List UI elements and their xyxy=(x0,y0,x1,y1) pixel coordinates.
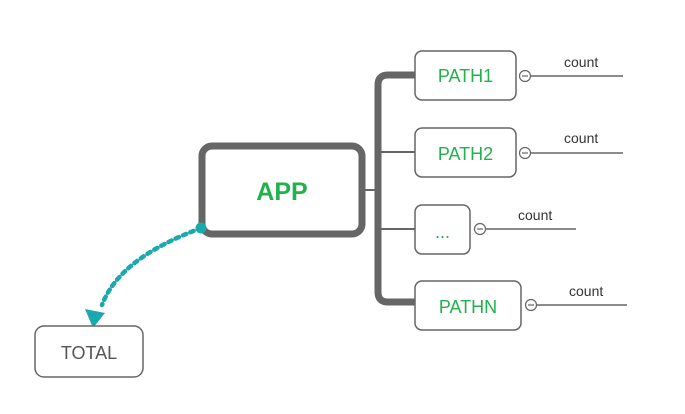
branch-node-label: PATHN xyxy=(439,297,497,317)
count-label: count xyxy=(564,54,598,70)
branch-node-path1[interactable]: PATH1 xyxy=(414,50,517,101)
branch-node-label: ... xyxy=(435,222,450,242)
central-node-label: APP xyxy=(256,178,307,206)
count-label: count xyxy=(564,130,598,146)
branch-node-ellipsis[interactable]: ... xyxy=(414,204,471,255)
branch-node-box xyxy=(414,50,517,101)
central-node[interactable]: APP xyxy=(198,142,366,238)
branch-node-box xyxy=(414,280,522,331)
relationship-anchor[interactable] xyxy=(195,222,207,234)
branch-node-box xyxy=(414,204,471,255)
branch-node-path2[interactable]: PATH2 xyxy=(414,127,517,178)
count-label: count xyxy=(569,283,603,299)
minus-circle-icon[interactable] xyxy=(473,222,487,236)
total-node-box xyxy=(34,325,144,378)
total-node-label: TOTAL xyxy=(61,343,117,363)
count-label: count xyxy=(518,207,552,223)
branch-node-pathn[interactable]: PATHN xyxy=(414,280,522,331)
total-node[interactable]: TOTAL xyxy=(34,325,144,378)
minus-circle-icon[interactable] xyxy=(518,69,532,83)
minus-circle-icon[interactable] xyxy=(524,298,538,312)
branch-node-box xyxy=(414,127,517,178)
relationship-arrow xyxy=(99,225,204,308)
central-node-box xyxy=(198,142,366,238)
minus-circle-icon[interactable] xyxy=(518,146,532,160)
branch-trunk xyxy=(374,71,419,306)
branch-node-label: PATH1 xyxy=(438,66,493,86)
branch-node-label: PATH2 xyxy=(438,144,493,164)
arrowhead-icon xyxy=(85,309,105,328)
